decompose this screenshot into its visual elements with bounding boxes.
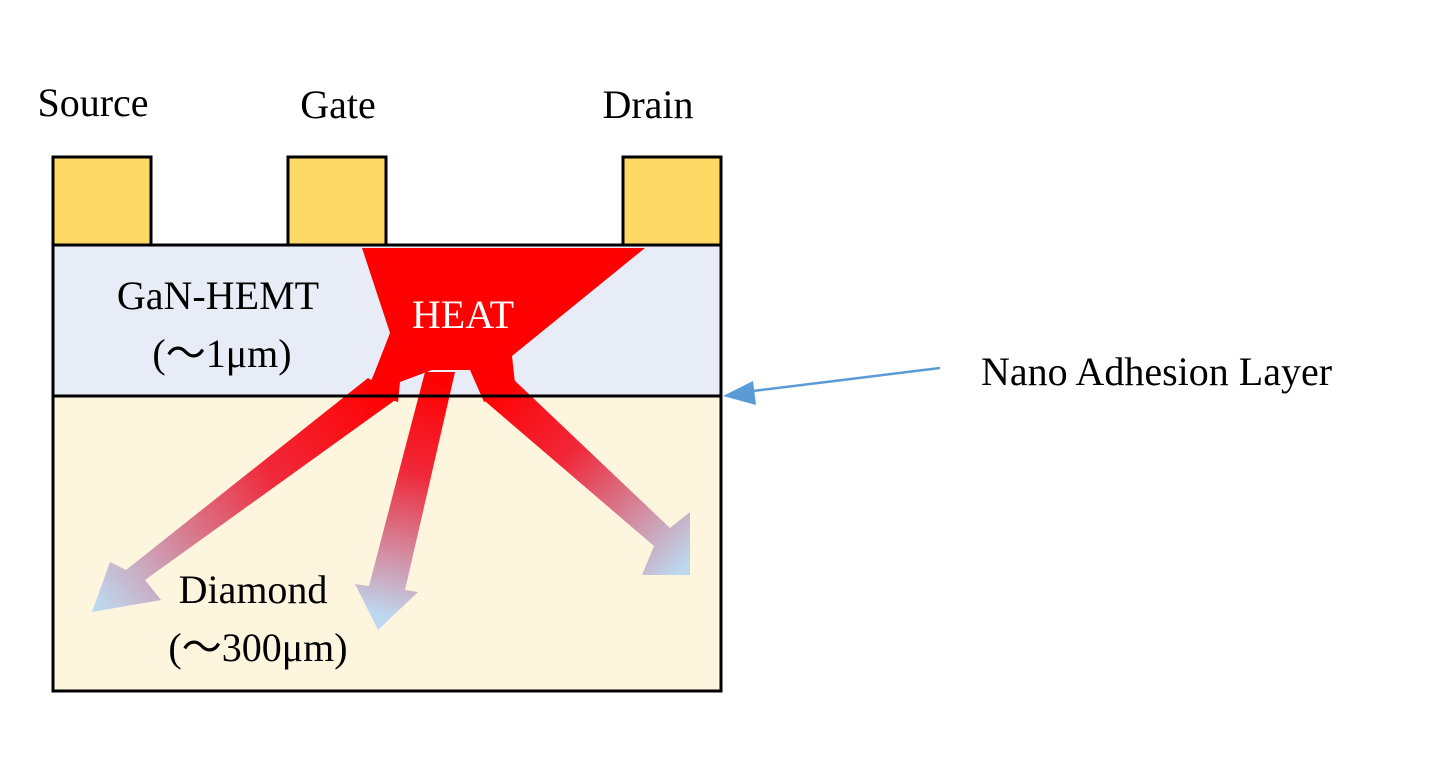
heat-arrow-left: [92, 378, 398, 612]
drain-label: Drain: [602, 82, 693, 127]
heat-label: HEAT: [412, 292, 514, 337]
adhesion-pointer-line: [744, 366, 941, 394]
diamond-layer-name: Diamond: [179, 567, 328, 612]
gate-electrode: [286, 155, 388, 247]
gan-layer-thickness: (～1μm): [152, 331, 291, 376]
heat-arrow-right: [474, 372, 690, 575]
gate-label: Gate: [300, 82, 376, 127]
gan-layer-name: GaN-HEMT: [117, 273, 319, 318]
nano-adhesion-layer-label: Nano Adhesion Layer: [981, 349, 1332, 394]
source-electrode: [51, 155, 153, 247]
adhesion-pointer-arrowhead: [723, 381, 756, 405]
source-label: Source: [37, 80, 148, 125]
diamond-layer-thickness: (～300μm): [168, 625, 347, 670]
heat-arrow-middle: [355, 372, 455, 630]
drain-electrode: [621, 155, 723, 247]
heat-region: [362, 248, 645, 402]
